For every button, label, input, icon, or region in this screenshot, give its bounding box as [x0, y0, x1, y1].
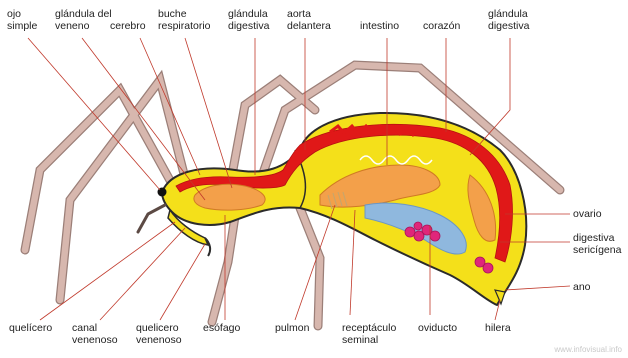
label-esofago: esófago	[203, 322, 240, 334]
label-receptaculo-seminal: receptáculo seminal	[342, 322, 396, 346]
label-intestino: intestino	[360, 20, 399, 32]
pedipalp	[138, 205, 165, 232]
label-canal-venenoso: canal venenoso	[72, 322, 118, 346]
label-ojo-simple: ojo simple	[7, 8, 37, 32]
label-oviducto: oviducto	[418, 322, 457, 334]
label-corazon: corazón	[423, 20, 460, 32]
label-hilera: hilera	[485, 322, 511, 334]
label-buche-respiratorio: buche respiratorio	[158, 8, 211, 32]
label-quelicero: quelícero	[9, 322, 52, 334]
watermark: www.infovisual.info	[554, 345, 622, 354]
label-glandula-digestiva-top: glándula digestiva	[228, 8, 269, 32]
label-ano: ano	[573, 281, 591, 293]
label-aorta-delantera: aorta delantera	[287, 8, 331, 32]
label-cerebro: cerebro	[110, 20, 146, 32]
label-ovario: ovario	[573, 208, 602, 220]
label-glandula-digestiva-right: glándula digestiva	[488, 8, 529, 32]
label-glandula-veneno: glándula del veneno	[55, 8, 112, 32]
label-pulmon: pulmon	[275, 322, 309, 334]
label-digestiva-sericigena: digestiva sericígena	[573, 232, 621, 256]
label-quelicero-venenoso: quelicero venenoso	[136, 322, 182, 346]
